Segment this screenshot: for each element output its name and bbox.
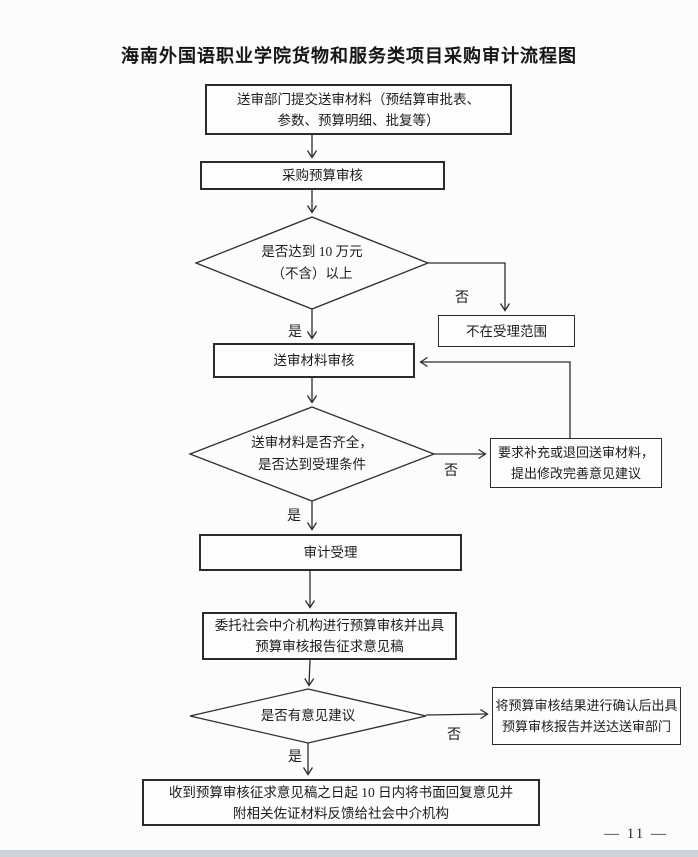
node-text: 委托社会中介机构进行预算审核并出具 [214, 618, 445, 633]
edge-label-no-2: 否 [444, 464, 458, 479]
node-text: 是否达到 10 万元 [261, 244, 363, 259]
node-text: 附相关佐证材料反馈给社会中介机构 [233, 805, 449, 821]
node-audit-acceptance: 审计受理 [199, 534, 462, 571]
node-budget-review: 采购预算审核 [200, 161, 445, 190]
node-text: 送审材料审核 [273, 353, 355, 368]
connector-entrust-to-decision3 [304, 659, 315, 687]
edge-label-no-3: 否 [447, 728, 461, 743]
decision-complete-text: 送审材料是否齐全， 是否达到受理条件 [222, 431, 402, 477]
node-text: 不在受理范围 [466, 323, 547, 339]
node-confirm-result: 将预算审核结果进行确认后出具 预算审核报告并送达送审部门 [492, 687, 681, 745]
node-text: 审计受理 [303, 545, 358, 560]
node-entrust-agency: 委托社会中介机构进行预算审核并出具 预算审核报告征求意见稿 [202, 612, 457, 660]
node-text: 将预算审核结果进行确认后出具 [495, 698, 678, 713]
connector-no3-to-confirm-result [425, 709, 489, 720]
node-text: 要求补充或退回送审材料， [497, 445, 654, 460]
connector-feedback-to-materials-review [419, 356, 571, 438]
node-request-supplement: 要求补充或退回送审材料， 提出修改完善意见建议 [490, 438, 662, 488]
node-text: 是否有意见建议 [260, 708, 356, 723]
node-text: 提出修改完善意见建议 [510, 466, 641, 481]
decision-opinion-text: 是否有意见建议 [218, 704, 398, 728]
node-text: 送审材料是否齐全， [251, 435, 373, 450]
decision-amount-text: 是否达到 10 万元 （不含）以上 [222, 240, 402, 286]
node-submit-materials: 送审部门提交送审材料（预结算审批表、 参数、预算明细、批复等） [205, 84, 512, 135]
page-title: 海南外国语职业学院货物和服务类项目采购审计流程图 [121, 46, 577, 66]
node-text: 收到预算审核征求意见稿之日起 10 日内将书面回复意见并 [168, 784, 514, 800]
node-text: 预算审核报告征求意见稿 [255, 639, 404, 654]
node-text: 参数、预算明细、批复等） [277, 112, 440, 128]
node-materials-review: 送审材料审核 [213, 343, 415, 378]
node-text: 送审部门提交送审材料（预结算审批表、 [237, 91, 480, 107]
edge-label-yes-1: 是 [288, 325, 302, 340]
node-not-in-scope: 不在受理范围 [438, 315, 575, 347]
connector-no1-to-not-in-scope [428, 262, 511, 312]
node-text: 预算审核报告并送达送审部门 [501, 719, 671, 734]
page-number: — 11 — [604, 826, 668, 842]
node-text: （不含）以上 [271, 266, 353, 281]
scan-bottom-edge [0, 850, 698, 857]
edge-label-yes-2: 是 [287, 509, 301, 524]
edge-label-yes-3: 是 [288, 750, 302, 765]
node-text: 采购预算审核 [282, 168, 363, 183]
node-text: 是否达到受理条件 [258, 457, 366, 472]
node-reply-feedback: 收到预算审核征求意见稿之日起 10 日内将书面回复意见并 附相关佐证材料反馈给社… [142, 779, 540, 826]
edge-label-no-1: 否 [455, 291, 469, 306]
